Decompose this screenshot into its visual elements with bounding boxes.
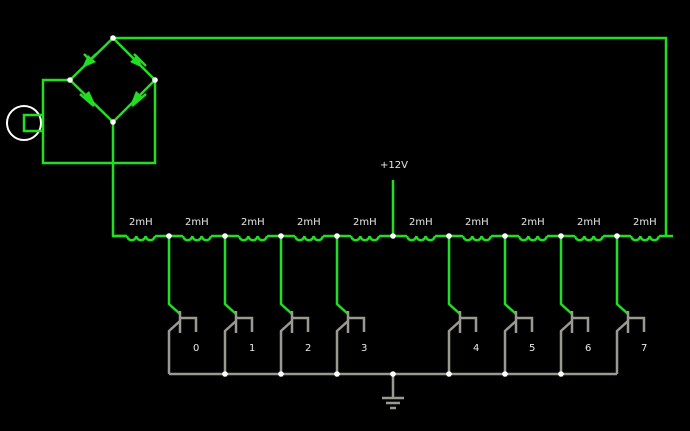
inductor[interactable]: 2mH [113,217,169,242]
bridge-rectifier[interactable] [68,37,157,124]
ground [382,374,404,410]
inductor[interactable]: 2mH [281,217,337,242]
junction-node [334,233,340,239]
supply-label: +12V [380,160,408,171]
junction-node [390,233,396,239]
inductor-coil-icon [405,235,437,242]
transistor[interactable]: 6 [559,236,591,374]
inductor[interactable]: 2mH [393,217,449,242]
inductor-coil-icon [125,235,157,242]
ac-source[interactable] [6,78,157,165]
inductor-label: 2mH [465,217,489,228]
ac-source-icon [6,105,42,141]
transistor-label: 0 [193,343,199,354]
diode-icon [130,55,143,68]
junction-node [110,35,116,41]
transistor[interactable]: 4 [447,236,479,374]
inductor-label: 2mH [241,217,265,228]
inductor[interactable]: 2mH [169,217,225,242]
inductor-label: 2mH [577,217,601,228]
junction-node [446,233,452,239]
transistor-label: 5 [529,343,535,354]
inductor-coil-icon [181,235,213,242]
transistor-label: 7 [641,343,647,354]
transistor[interactable]: 3 [335,236,367,374]
junction-node [222,371,228,377]
junction-node [558,371,564,377]
transistor[interactable]: 1 [223,236,255,374]
junction-node [558,233,564,239]
inductor[interactable]: 2mH [505,217,561,242]
junction-node [222,233,228,239]
junction-node [67,77,73,83]
diode-icon [82,55,96,68]
inductor-coil-icon [349,235,381,242]
junction-node [502,233,508,239]
transistor[interactable]: 0 [167,236,199,374]
inductor[interactable]: 2mH [617,217,673,242]
junction-node [614,233,620,239]
inductor-coil-icon [293,235,325,242]
junction-node [152,77,158,83]
transistor[interactable]: 2 [279,236,311,374]
inductor-label: 2mH [129,217,153,228]
inductor-label: 2mH [185,217,209,228]
transistor-label: 3 [361,343,367,354]
junction-node [166,233,172,239]
diode-icon [130,91,143,106]
junction-node [446,371,452,377]
left-wire [111,122,127,238]
inductor-label: 2mH [409,217,433,228]
transistor-label: 1 [249,343,255,354]
transistor-label: 4 [473,343,479,354]
transistor[interactable]: 7 [615,236,647,374]
inductor-label: 2mH [633,217,657,228]
junction-node [334,371,340,377]
transistor-label: 2 [305,343,311,354]
junction-node [390,371,396,377]
inductor-coil-icon [517,235,549,242]
junction-node [278,371,284,377]
inductor[interactable]: 2mH [225,217,281,242]
diode-icon [82,91,96,106]
inductor[interactable]: 2mH [561,217,617,242]
inductor-label: 2mH [297,217,321,228]
inductor-coil-icon [629,235,661,242]
transistor[interactable]: 5 [503,236,535,374]
inductor[interactable]: 2mH [337,217,393,242]
inductor[interactable]: 2mH [449,217,505,242]
inductor-coil-icon [573,235,605,242]
inductor-coil-icon [237,235,269,242]
junction-node [502,371,508,377]
inductor-coil-icon [461,235,493,242]
junction-node [278,233,284,239]
inductor-label: 2mH [521,217,545,228]
inductor-label: 2mH [353,217,377,228]
transistor-label: 6 [585,343,591,354]
top-wire [113,36,668,236]
junction-node [110,119,116,125]
